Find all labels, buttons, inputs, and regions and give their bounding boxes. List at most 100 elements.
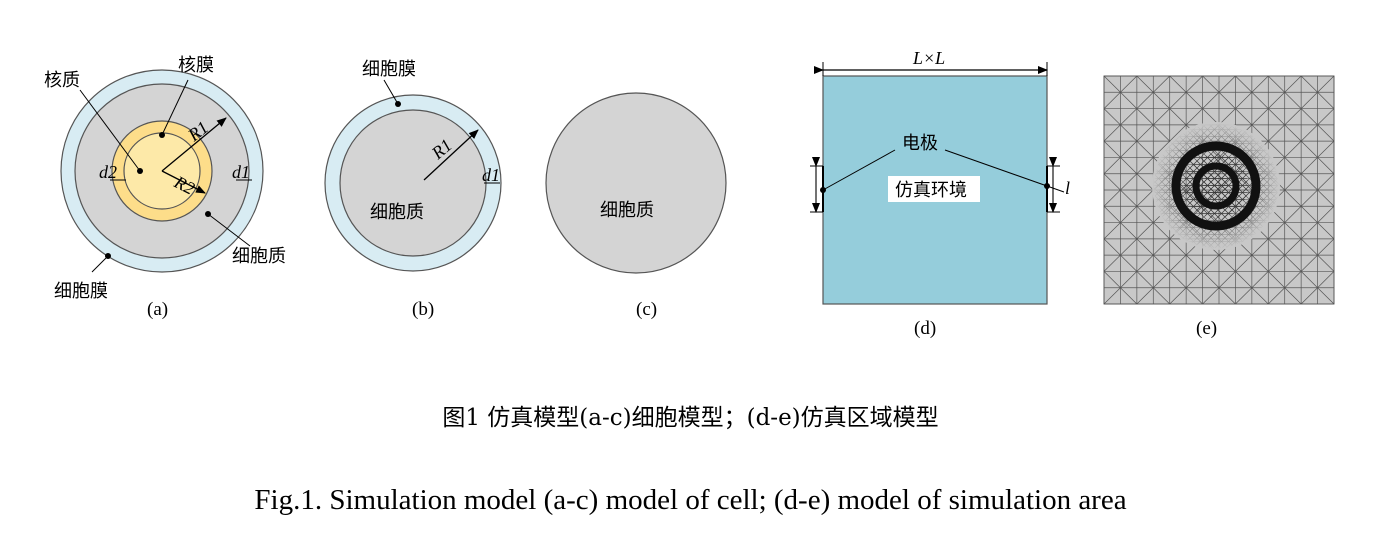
mesh-edge bbox=[1235, 92, 1253, 109]
mesh-edge bbox=[1317, 124, 1335, 142]
mesh-edge bbox=[1317, 222, 1335, 240]
mesh-edge bbox=[1235, 75, 1253, 93]
mesh-edge bbox=[1284, 222, 1302, 240]
mesh-edge bbox=[1317, 254, 1335, 272]
mesh-edge bbox=[1317, 238, 1335, 256]
mesh-edge bbox=[1284, 238, 1302, 256]
label-environment: 仿真环境 bbox=[895, 180, 967, 201]
mesh-nuclear-membrane bbox=[1192, 162, 1240, 210]
mesh-edge bbox=[1136, 206, 1154, 223]
dot-cytoplasm bbox=[205, 211, 211, 217]
mesh-edge bbox=[1136, 157, 1154, 174]
mesh-edge bbox=[1120, 75, 1138, 93]
panel-c-cytoplasm-only: 细胞质 (c) bbox=[545, 92, 727, 320]
mesh-edge bbox=[1103, 271, 1121, 288]
mesh-edge bbox=[1202, 271, 1220, 288]
dot-nuclear-membrane bbox=[159, 132, 165, 138]
mesh-edge bbox=[1300, 75, 1318, 93]
label-electrode: 电极 bbox=[902, 133, 938, 154]
mesh-edge bbox=[1169, 75, 1187, 93]
mesh-edge bbox=[1300, 287, 1318, 305]
mesh-edge bbox=[1103, 108, 1121, 126]
label-electrode-length: l bbox=[1065, 178, 1070, 198]
mesh-edge bbox=[1218, 92, 1236, 109]
mesh-edge bbox=[1218, 108, 1236, 126]
mesh-edge bbox=[1103, 238, 1121, 256]
mesh-edge bbox=[1284, 124, 1302, 142]
mesh-edge bbox=[1153, 287, 1170, 305]
mesh-edge bbox=[1136, 238, 1154, 256]
mesh-edge bbox=[1169, 238, 1187, 256]
mesh-edge bbox=[1218, 254, 1236, 272]
mesh-edge bbox=[1103, 75, 1121, 93]
sub-label-b: (b) bbox=[412, 299, 434, 320]
mesh-edge bbox=[1185, 108, 1203, 126]
cytoplasm-region bbox=[339, 109, 487, 257]
label-cell-membrane: 细胞膜 bbox=[362, 59, 416, 80]
mesh-edge bbox=[1317, 287, 1335, 305]
mesh-edge bbox=[1284, 271, 1302, 288]
mesh-edge bbox=[1317, 108, 1335, 126]
mesh-edge bbox=[1268, 271, 1285, 288]
mesh-edge bbox=[1153, 124, 1170, 142]
mesh-edge bbox=[1169, 254, 1187, 272]
caption-english: Fig.1. Simulation model (a-c) model of c… bbox=[254, 484, 1127, 516]
mesh-edge bbox=[1317, 271, 1335, 288]
mesh-edge bbox=[1251, 75, 1269, 93]
mesh-edge bbox=[1153, 140, 1170, 158]
panel-b-cell-without-nucleus: 细胞膜 细胞质 R1 d1 (b) bbox=[324, 59, 502, 320]
radius-r1-arrow bbox=[161, 117, 227, 172]
mesh-edge bbox=[1169, 287, 1187, 305]
mesh-edge bbox=[1268, 222, 1285, 240]
mesh-edge bbox=[1120, 287, 1138, 305]
mesh-edge bbox=[1284, 92, 1302, 109]
mesh-edge bbox=[1300, 206, 1318, 223]
cytoplasm-region bbox=[545, 92, 727, 274]
mesh-edge bbox=[1300, 157, 1318, 174]
mesh-edge bbox=[1153, 238, 1170, 256]
mesh-edge bbox=[1120, 92, 1138, 109]
mesh-edge bbox=[1251, 254, 1269, 272]
mesh-edge bbox=[1218, 75, 1236, 93]
mesh-edge bbox=[1185, 287, 1203, 305]
mesh-edge bbox=[1268, 124, 1285, 142]
panel-e-mesh: (e) bbox=[1103, 75, 1335, 339]
mesh-edge bbox=[1317, 140, 1335, 158]
mesh-edge bbox=[1136, 124, 1154, 142]
mesh-edge bbox=[1235, 271, 1253, 288]
sub-label-e: (e) bbox=[1196, 318, 1217, 339]
mesh-edge bbox=[1202, 287, 1220, 305]
mesh-edge bbox=[1169, 108, 1187, 126]
leader-electrode-right bbox=[944, 149, 1048, 187]
sub-label-d: (d) bbox=[914, 318, 936, 339]
dot-nucleoplasm bbox=[137, 168, 143, 174]
mesh-edge bbox=[1218, 287, 1236, 305]
mesh-edge bbox=[1103, 92, 1121, 109]
mesh-edge bbox=[1317, 173, 1335, 191]
mesh-edge bbox=[1284, 206, 1302, 223]
mesh-edge bbox=[1235, 108, 1253, 126]
mesh-edge bbox=[1202, 254, 1220, 272]
label-domain-size: L×L bbox=[912, 48, 945, 68]
mesh-outer-membrane bbox=[1171, 141, 1261, 231]
mesh-edge bbox=[1120, 173, 1138, 191]
mesh-edge bbox=[1185, 254, 1203, 272]
mesh-edge bbox=[1120, 108, 1138, 126]
mesh-edge bbox=[1251, 92, 1269, 109]
mesh-edge bbox=[1120, 157, 1138, 174]
mesh-edge bbox=[1268, 108, 1285, 126]
mesh-edge bbox=[1185, 75, 1203, 93]
mesh-edge bbox=[1185, 92, 1203, 109]
mesh-edge bbox=[1235, 287, 1253, 305]
leader-cell-membrane bbox=[91, 255, 109, 273]
mesh-edge bbox=[1235, 254, 1253, 272]
mesh-edge bbox=[1268, 140, 1285, 158]
mesh-edge bbox=[1268, 92, 1285, 109]
mesh-edge bbox=[1136, 140, 1154, 158]
mesh-edge bbox=[1153, 254, 1170, 272]
mesh-edge bbox=[1136, 287, 1154, 305]
label-cytoplasm: 细胞质 bbox=[600, 200, 654, 221]
radius-r1-arrow bbox=[423, 129, 479, 181]
mesh-edge bbox=[1103, 206, 1121, 223]
mesh-edge bbox=[1300, 124, 1318, 142]
